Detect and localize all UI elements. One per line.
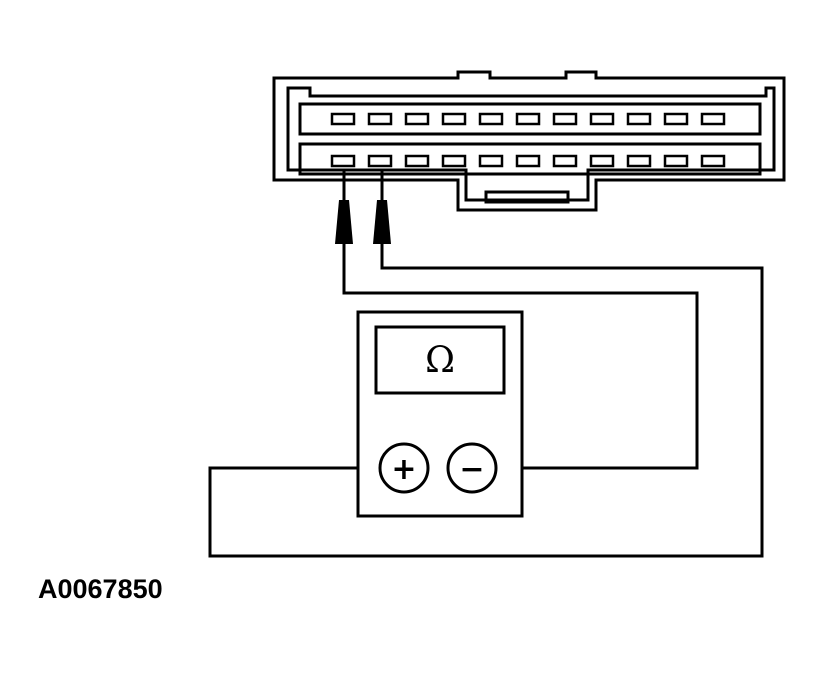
connector-pin-slot [589,154,615,168]
connector-housing [272,70,786,212]
connector-pin-slot [700,154,726,168]
connector-pins [330,112,726,168]
probe-tip-positive-icon [335,200,353,244]
positive-terminal-symbol: + [391,452,416,487]
connector-pin-slot [626,154,652,168]
connector-pin-slot [404,112,430,126]
meter-negative-terminal [446,442,498,494]
connector-inner-outline [286,86,776,202]
meter-positive-terminal [378,442,430,494]
negative-terminal-symbol: − [459,452,484,487]
wiring-connector-icon [272,70,786,212]
connector-pin-slot [330,112,356,126]
connector-pin-slot [330,154,356,168]
test-probes [335,170,391,244]
connector-pin-slot [515,154,541,168]
probe-tip-negative-icon [373,200,391,244]
connector-pin-slot [367,112,393,126]
connector-pin-slot [441,154,467,168]
meter-display-symbol: Ω [425,340,455,381]
connector-bottom-latch [484,190,570,204]
lead-wire-b [208,244,764,558]
connector-pin-slot [404,154,430,168]
connector-pin-slot [478,154,504,168]
connector-row-lower [298,142,762,176]
connector-pin-slot [700,112,726,126]
connector-pin-slot [663,112,689,126]
connector-pin-slot [589,112,615,126]
connector-pin-slot [552,112,578,126]
connector-pin-slot [663,154,689,168]
meter-display [374,325,506,395]
connector-pin-slot [515,112,541,126]
ohmmeter-icon: Ω + − [356,310,524,518]
connector-pin-slot [552,154,578,168]
figure-id-label: A0067850 [38,574,163,604]
connector-row-upper [298,102,762,136]
connector-pin-slot [367,154,393,168]
test-leads [208,244,764,558]
connector-pin-slot [478,112,504,126]
connector-pin-slot [626,112,652,126]
lead-wire-a [342,244,699,470]
connector-pin-slot [441,112,467,126]
